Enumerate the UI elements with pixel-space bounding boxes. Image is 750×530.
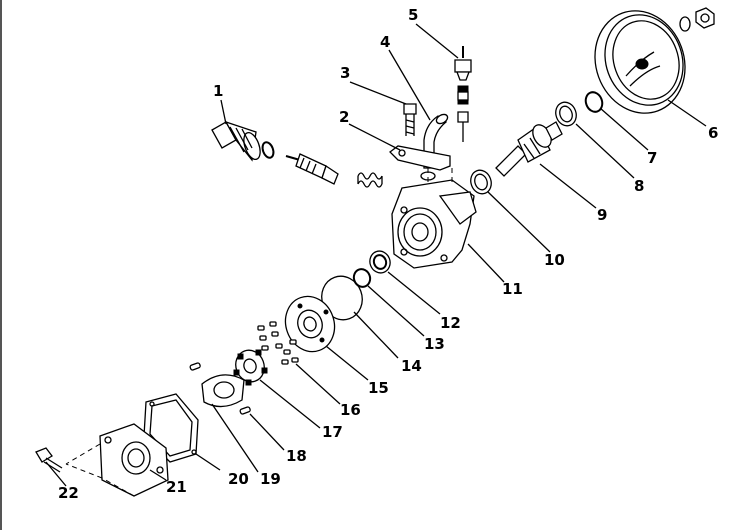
part-3-bolt — [403, 103, 417, 136]
callout-4: 4 — [380, 33, 390, 51]
part-2-bracket — [389, 145, 451, 181]
callout-3: 3 — [340, 64, 350, 82]
callout-21: 21 — [166, 478, 187, 496]
callout-12: 12 — [440, 314, 461, 332]
callout-19: 19 — [260, 470, 281, 488]
callout-20: 20 — [228, 470, 249, 488]
callout-1: 1 — [213, 82, 223, 100]
part-10-seal — [470, 169, 492, 195]
callout-11: 11 — [502, 280, 523, 298]
part-18-dowel-pins — [189, 362, 251, 415]
callout-8: 8 — [634, 177, 644, 195]
callout-18: 18 — [286, 447, 307, 465]
part-22-bolt — [35, 447, 63, 473]
callout-10: 10 — [544, 251, 565, 269]
callout-5: 5 — [408, 6, 418, 24]
part-12-seal — [369, 250, 391, 274]
part-6-pulley — [594, 10, 686, 114]
part-9-shaft — [495, 121, 563, 177]
callout-7: 7 — [647, 149, 657, 167]
part-21-rear-cover — [65, 423, 169, 497]
pulley-nut — [679, 7, 715, 32]
part-17-rotor — [233, 349, 268, 386]
part-1-union-fitting — [211, 120, 275, 162]
callout-2: 2 — [339, 108, 349, 126]
part-5-fitting — [454, 46, 472, 142]
callout-16: 16 — [340, 401, 361, 419]
valve-spring — [357, 172, 383, 188]
callout-14: 14 — [401, 357, 422, 375]
part-8-ring — [555, 101, 577, 127]
callout-22: 22 — [58, 484, 79, 502]
callout-6: 6 — [708, 124, 718, 142]
callout-13: 13 — [424, 335, 445, 353]
part-7-snap-ring — [584, 91, 604, 113]
part-11-pump-body — [391, 168, 477, 269]
part-19-cam-ring — [201, 374, 245, 408]
callout-15: 15 — [368, 379, 389, 397]
part-16-vanes — [257, 321, 299, 365]
flow-control-valve — [285, 153, 339, 185]
part-15-pressure-plate — [284, 295, 336, 353]
callout-17: 17 — [322, 423, 343, 441]
leader-lines — [45, 23, 707, 487]
part-13-o-ring — [352, 268, 372, 288]
callout-9: 9 — [597, 206, 607, 224]
